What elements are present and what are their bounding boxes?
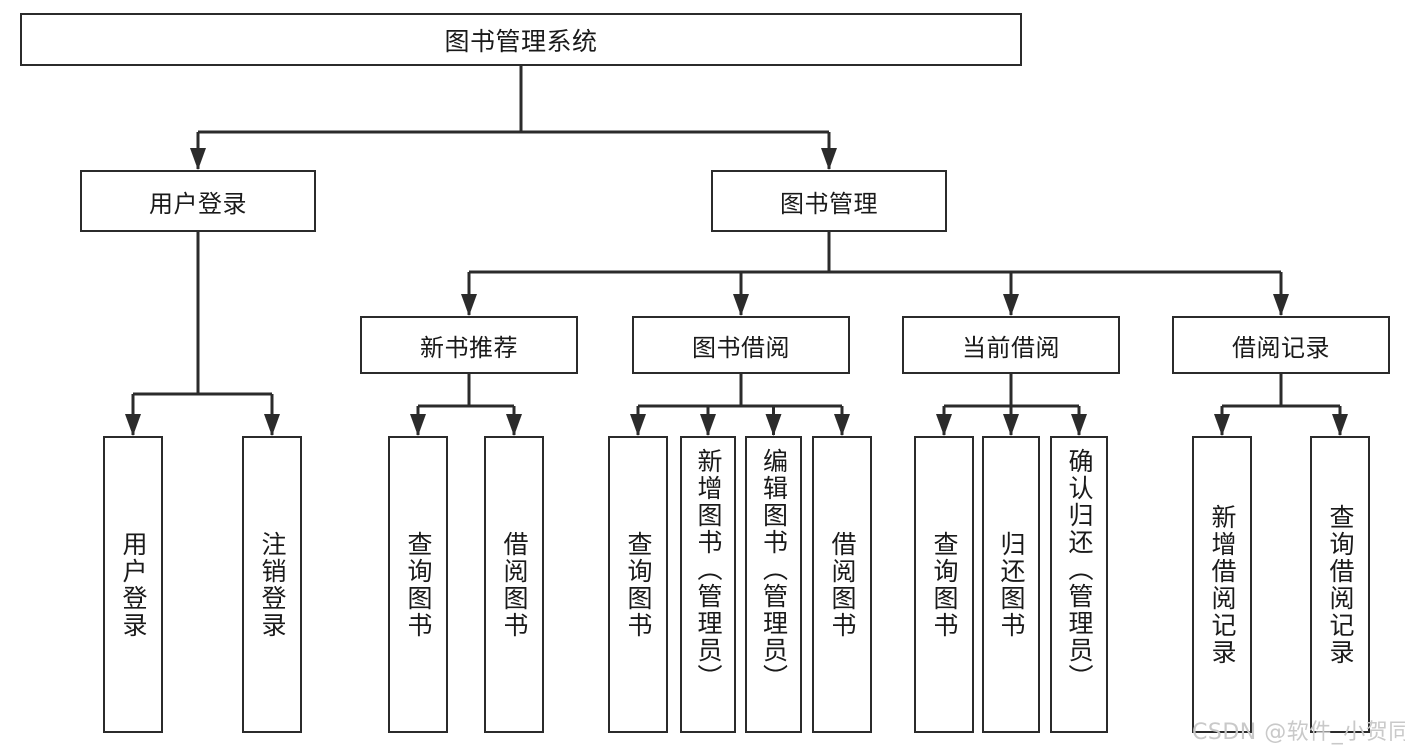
node-l-qbook3[interactable]: 查询图书 [914,436,974,733]
node-label: 查询借阅记录 [1326,503,1355,666]
arrowhead-icon [1071,414,1087,436]
node-l-logout[interactable]: 注销登录 [242,436,302,733]
node-label: 新增借阅记录 [1208,503,1237,666]
node-label: 归还图书 [997,530,1026,639]
arrowhead-icon [936,414,952,436]
node-root[interactable]: 图书管理系统 [20,13,1022,66]
watermark: CSDN @软件_小贺同学 [1192,720,1405,745]
node-bookmgr[interactable]: 图书管理 [711,170,947,232]
node-label: 查询图书 [930,530,959,639]
node-current[interactable]: 当前借阅 [902,316,1120,374]
node-label: 新增图书（管理员） [694,448,723,691]
node-l-qbook2[interactable]: 查询图书 [608,436,668,733]
node-label: 用户登录 [149,189,247,218]
node-l-addbook[interactable]: 新增图书（管理员） [680,436,736,733]
arrowhead-icon [1214,414,1230,436]
arrowhead-icon [1273,294,1289,316]
node-label: 编辑图书（管理员） [759,448,789,691]
node-l-qbook1[interactable]: 查询图书 [388,436,448,733]
node-label: 当前借阅 [962,333,1060,362]
node-records[interactable]: 借阅记录 [1172,316,1390,374]
node-label: 用户登录 [119,530,148,639]
node-label: 图书借阅 [692,333,790,362]
node-label: 确认归还（管理员） [1065,448,1094,691]
arrowhead-icon [1332,414,1348,436]
node-l-bbook2[interactable]: 借阅图书 [812,436,872,733]
node-l-addrec[interactable]: 新增借阅记录 [1192,436,1252,733]
arrowhead-icon [461,294,477,316]
node-label: 注销登录 [258,530,287,639]
arrowhead-icon [733,294,749,316]
node-label: 查询图书 [624,530,653,639]
arrowhead-icon [264,414,280,436]
arrowhead-icon [821,148,837,170]
node-l-confirm[interactable]: 确认归还（管理员） [1050,436,1108,733]
node-l-editbook[interactable]: 编辑图书（管理员） [745,436,802,733]
node-label: 借阅图书 [828,530,857,639]
arrowhead-icon [1003,414,1019,436]
node-label: 图书管理 [780,189,878,218]
node-label: 借阅图书 [500,530,529,639]
node-borrow[interactable]: 图书借阅 [632,316,850,374]
arrowhead-icon [834,414,850,436]
arrowhead-icon [125,414,141,436]
node-login[interactable]: 用户登录 [80,170,316,232]
arrowhead-icon [765,414,782,436]
arrowhead-icon [506,414,522,436]
node-label: 图书管理系统 [444,26,598,56]
node-l-login[interactable]: 用户登录 [103,436,163,733]
arrowhead-icon [630,414,646,436]
node-newbook[interactable]: 新书推荐 [360,316,578,374]
node-label: 新书推荐 [420,333,518,362]
node-label: 借阅记录 [1232,333,1330,362]
arrowhead-icon [410,414,426,436]
arrowhead-icon [1003,294,1019,316]
node-label: 查询图书 [404,530,433,639]
arrowhead-icon [190,148,206,170]
arrowhead-icon [700,414,716,436]
node-l-return[interactable]: 归还图书 [982,436,1040,733]
node-l-bbook1[interactable]: 借阅图书 [484,436,544,733]
node-l-qrec[interactable]: 查询借阅记录 [1310,436,1370,733]
